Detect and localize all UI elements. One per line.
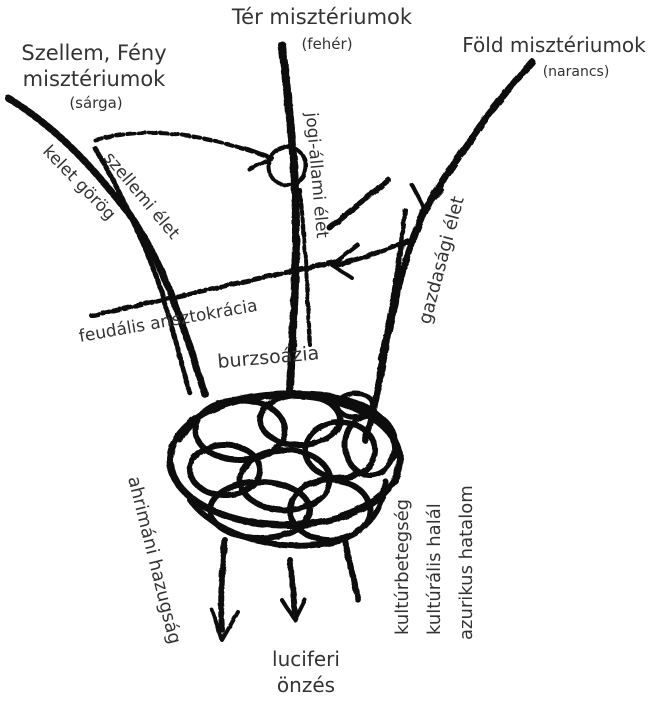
- earth-stream-line-2: [377, 207, 408, 363]
- feudal-line: [89, 259, 338, 319]
- spirit-title-line1: Szellem, Fény: [21, 41, 166, 65]
- ahrimanic-exit: [218, 537, 228, 633]
- luciferic-line1: luciferi: [272, 647, 340, 671]
- spirit-stream-line-2: [92, 145, 193, 398]
- space-color: (fehér): [301, 35, 352, 53]
- earth-title: Föld misztériumok: [462, 33, 646, 57]
- spirit-title-line2: misztériumok: [23, 67, 166, 91]
- economic-arrow-shaft: [332, 237, 415, 268]
- ahrimanic-lie-label: ahrimáni hazugság: [123, 474, 185, 646]
- spirit-stream-line: [4, 94, 209, 399]
- azuric-power-label: azurikus hatalom: [456, 485, 477, 640]
- right-exit: [342, 537, 361, 603]
- bourgeoisie-label: burzsoázia: [217, 342, 320, 373]
- earth-arrowhead: [410, 183, 444, 212]
- spirit-color: (sárga): [69, 94, 122, 112]
- spiritual-arc: [93, 130, 272, 160]
- feudal-aristocracy-label: feudális arisztokrácia: [77, 296, 259, 347]
- luciferic-line2: önzés: [277, 673, 335, 697]
- cultural-death-label: kultúrális halál: [424, 503, 445, 635]
- luciferic-exit-arrow: [280, 598, 307, 622]
- crossing-circle: [266, 145, 308, 187]
- cultural-disease-label: kultúrbetegség: [392, 499, 413, 635]
- tangled-knot: [166, 390, 404, 549]
- space-stream-line: [278, 41, 300, 394]
- earth-color: (narancs): [543, 64, 610, 80]
- legal-arrow-shaft: [327, 177, 391, 231]
- ahrimanic-exit-arrow: [210, 608, 240, 642]
- space-title: Tér misztériumok: [231, 5, 413, 29]
- luciferic-exit: [287, 557, 298, 618]
- earth-stream-line: [361, 58, 536, 444]
